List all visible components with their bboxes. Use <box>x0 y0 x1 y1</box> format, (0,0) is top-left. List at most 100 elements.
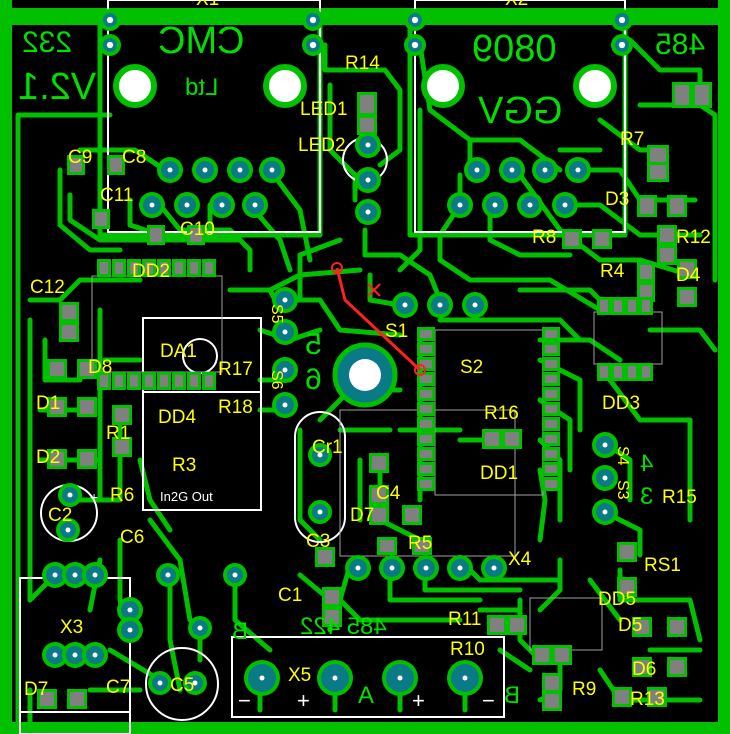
designator-c1: C1 <box>278 585 303 606</box>
designator-c11: C11 <box>100 185 134 206</box>
dd3-pin <box>614 366 622 378</box>
silk-minus-2: − <box>482 688 495 713</box>
designator-dd2: DD2 <box>132 261 171 282</box>
designator-r11: R11 <box>448 609 482 630</box>
dd2-pin2 <box>115 375 123 387</box>
copper-text-3: 3 <box>640 483 654 510</box>
designator-c5: C5 <box>170 675 195 696</box>
c11-pad <box>95 212 107 226</box>
mounting-hole-icon <box>573 64 617 108</box>
dd2-pin2 <box>130 375 138 387</box>
c10-pad2 <box>190 228 202 242</box>
designator-rs1: RS1 <box>644 555 681 576</box>
ic-left-pin <box>420 465 432 473</box>
led-pin-hole <box>365 177 371 183</box>
r5-pad2 <box>415 540 429 552</box>
designator-d7-lower: D7 <box>24 679 49 700</box>
dd2-pin2 <box>205 375 213 387</box>
r10-pad <box>535 648 549 662</box>
copper-text-ltd: Ltd <box>185 74 219 101</box>
dd2-pin2 <box>190 375 198 387</box>
d7-pad <box>372 508 386 522</box>
led-pin-hole <box>365 209 371 215</box>
r14-pad <box>360 95 374 113</box>
s5-s6-pin-hole <box>282 367 288 373</box>
r8-pad2 <box>595 232 609 246</box>
c3-pad <box>318 550 332 564</box>
x4-pin-hole <box>355 565 361 571</box>
designator-d7-upper: D7 <box>350 505 375 526</box>
designator-led2: LED2 <box>298 135 346 156</box>
rs1-pad <box>620 545 634 559</box>
misc-pin-hole <box>165 572 171 578</box>
s1-pin-hole <box>472 302 478 308</box>
ic-left-pin <box>420 405 432 413</box>
ic-right-pin <box>545 450 557 458</box>
x3-pin-hole <box>92 572 98 578</box>
designator-r17: R17 <box>218 359 253 380</box>
designator-c9: C9 <box>68 147 93 168</box>
x4-pin-hole <box>389 565 395 571</box>
dd2-pin <box>190 262 198 274</box>
ic-left-pin <box>420 330 432 338</box>
db9-right-pin-hole <box>575 167 581 173</box>
misc-pin-hole <box>157 680 163 686</box>
designator-r15: R15 <box>662 487 697 508</box>
r11-pad <box>490 618 504 632</box>
connector-x5-outline <box>231 636 505 718</box>
misc-pin-hole <box>232 572 238 578</box>
designator-s4: S4 <box>614 446 631 466</box>
connector-pin-hole <box>309 16 317 24</box>
s5-s6-pin-hole <box>282 297 288 303</box>
designator-r4: R4 <box>600 261 625 282</box>
silk-plus-1: + <box>297 688 310 713</box>
r5-pad <box>380 540 394 552</box>
x3-pin-hole <box>72 572 78 578</box>
copper-text-ggv: GGV <box>478 90 563 132</box>
ic-right-pin <box>545 420 557 428</box>
connector-pin-hole <box>309 41 317 49</box>
ic-right-pin <box>545 360 557 368</box>
designator-s2: S2 <box>460 357 484 378</box>
c1-pad2 <box>325 610 339 624</box>
designator-r16: R16 <box>484 403 519 424</box>
d6-pad <box>635 660 649 674</box>
x3-pin-hole <box>92 652 98 658</box>
c12-pad2 <box>62 325 76 339</box>
dd3-pin <box>642 300 650 312</box>
db9-right-pin-hole <box>509 167 515 173</box>
x3-pin-hole <box>52 652 58 658</box>
designator-x5: X5 <box>288 665 312 686</box>
designator-dd3: DD3 <box>602 393 641 414</box>
copper-text-5: 5 <box>305 328 322 361</box>
ic-left-pin <box>420 480 432 488</box>
ic-left-pin <box>420 420 432 428</box>
connector-pin-hole <box>618 16 626 24</box>
red-jumper-wire-icon <box>335 267 422 372</box>
mounting-hole-icon <box>113 64 157 108</box>
designator-c12: C12 <box>30 277 65 298</box>
designator-r12: R12 <box>676 227 711 248</box>
ic-left-pin <box>420 360 432 368</box>
x3-pin-hole <box>52 572 58 578</box>
s5-s6-pin-hole <box>282 329 288 335</box>
dd3-pin <box>600 366 608 378</box>
designator-da1: DA1 <box>160 341 197 362</box>
r12-pad <box>660 228 674 242</box>
designator-s6: S6 <box>268 370 285 390</box>
connector-x1-outline <box>107 0 321 233</box>
designator-d3: D3 <box>605 189 630 210</box>
r13-pad2 <box>650 690 664 704</box>
d7b-pad <box>40 692 54 706</box>
connector-pin-hole <box>411 16 419 24</box>
x5-terminal-pin-hole <box>259 675 265 681</box>
s1-pin-hole <box>437 302 443 308</box>
module-da1-outline <box>142 317 262 511</box>
ic-right-pin <box>545 480 557 488</box>
copper-text-0809: 0809 <box>472 28 557 70</box>
copper-text-b2: B <box>504 682 521 709</box>
c4-pad <box>372 456 386 470</box>
